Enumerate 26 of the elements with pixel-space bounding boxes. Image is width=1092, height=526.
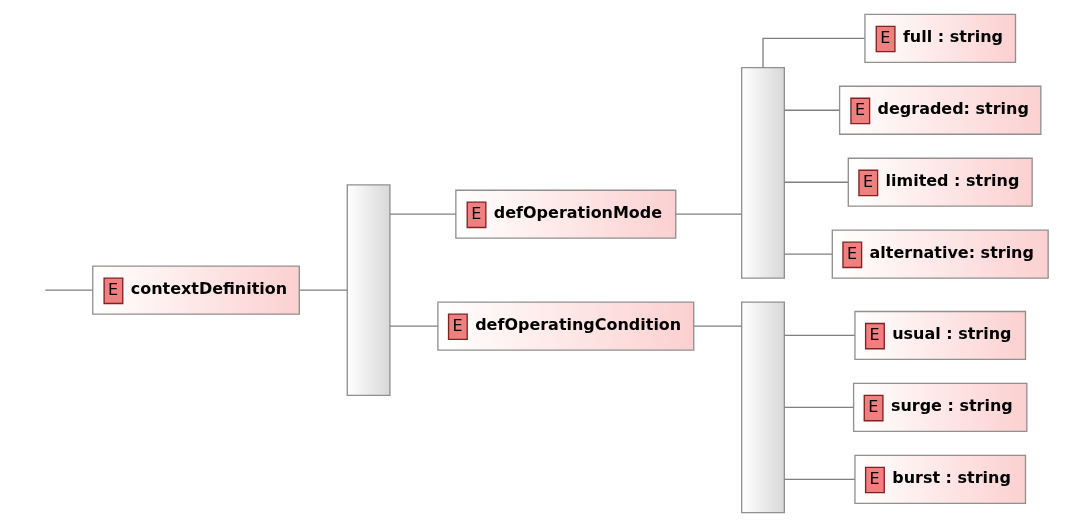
connector — [783, 478, 856, 480]
connector — [298, 289, 348, 291]
node-box: E contextDefinition — [92, 265, 300, 315]
node-box: E degraded: string — [838, 85, 1042, 135]
node-box: E alternative: string — [831, 229, 1049, 279]
connector — [762, 37, 866, 68]
node-box: E burst : string — [854, 454, 1027, 504]
connector — [783, 109, 841, 111]
connector — [783, 181, 849, 183]
connector — [783, 253, 833, 255]
connector — [675, 213, 743, 215]
node-box: E full : string — [864, 13, 1017, 63]
connector — [389, 213, 457, 215]
connector — [693, 324, 743, 327]
node-box: E usual : string — [854, 310, 1027, 360]
node-box: E defOperatingCondition — [437, 300, 695, 351]
node-bar — [741, 66, 785, 279]
node-bar — [741, 300, 785, 513]
connector — [783, 334, 856, 336]
node-box: E defOperationMode — [455, 189, 677, 239]
node-bar — [346, 183, 391, 396]
node-box: E surge : string — [852, 382, 1028, 432]
connector — [783, 406, 855, 408]
connector — [389, 324, 439, 327]
connector — [44, 289, 94, 291]
node-box: E limited : string — [847, 157, 1033, 207]
